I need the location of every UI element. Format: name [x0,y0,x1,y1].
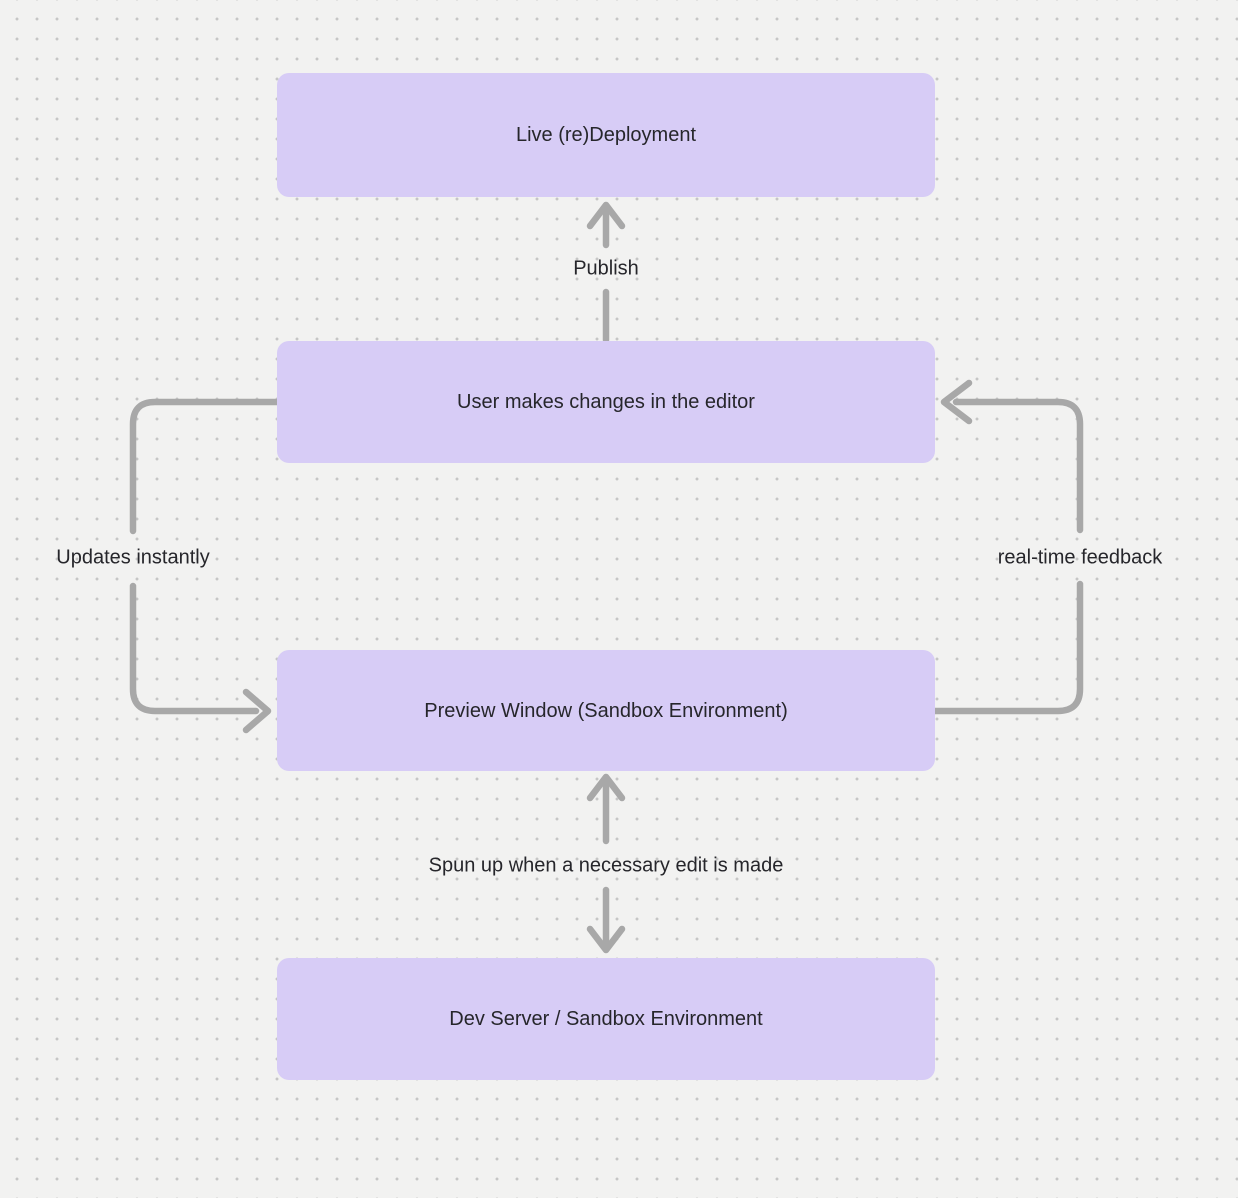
realtime-feedback-edge-line-upper [952,398,1084,534]
node-dev-server-label: Dev Server / Sandbox Environment [449,1008,763,1030]
edge-label-publish: Publish [573,257,639,280]
node-live-redeployment-label: Live (re)Deployment [515,124,697,146]
node-user-editor-label: User makes changes in the editor [457,391,755,413]
updates-instantly-edge-line-lower [129,582,260,715]
spun-up-arrowhead-down-icon [586,925,626,954]
realtime-feedback-edge-line-lower [931,580,1084,715]
updates-instantly-edge-line-upper [129,398,281,535]
node-user-editor: User makes changes in the editor [277,341,935,463]
node-preview-window: Preview Window (Sandbox Environment) [277,650,935,771]
edge-label-spun-up: Spun up when a necessary edit is made [428,854,784,877]
realtime-feedback-arrowhead-left-icon [940,379,973,425]
edge-label-real-time-feedback: real-time feedback [997,546,1163,569]
spun-up-arrowhead-up-icon [586,773,626,802]
publish-arrowhead-up-icon [586,201,626,230]
node-live-redeployment: Live (re)Deployment [277,73,935,197]
node-dev-server: Dev Server / Sandbox Environment [277,958,935,1080]
node-preview-window-label: Preview Window (Sandbox Environment) [424,699,788,722]
edge-label-updates-instantly: Updates instantly [56,546,210,569]
updates-instantly-arrowhead-right-icon [242,688,272,734]
